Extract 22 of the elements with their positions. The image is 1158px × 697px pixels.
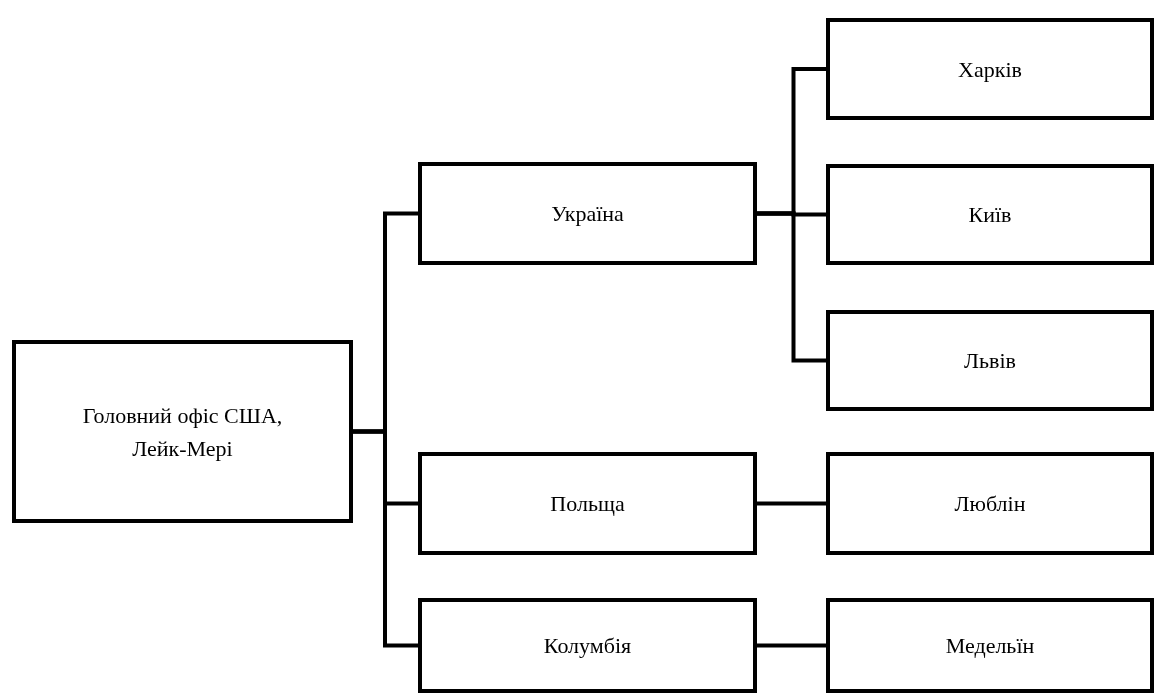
org-box <box>826 452 1154 555</box>
box-label: Головний офіс США, Лейк-Мері <box>81 401 284 463</box>
box-label: Медельїн <box>945 632 1035 660</box>
org-box <box>418 452 757 555</box>
org-box <box>826 598 1154 693</box>
box-label: Люблін <box>954 490 1026 518</box>
box-label: Польща <box>550 490 625 518</box>
org-box <box>826 310 1154 411</box>
org-box <box>826 164 1154 265</box>
org-box <box>418 598 757 693</box>
org-box <box>418 162 757 265</box>
connector-line <box>757 501 826 506</box>
org-box <box>826 18 1154 120</box>
box-label: Колумбія <box>543 632 632 660</box>
box-label: Харків <box>958 55 1022 84</box>
box-label: Україна <box>551 200 624 228</box>
org-box <box>12 340 353 523</box>
box-label: Львів <box>964 347 1016 375</box>
connector-line <box>353 429 418 648</box>
connector-line <box>757 211 826 363</box>
box-label: Київ <box>968 201 1012 229</box>
connector-line <box>757 643 826 648</box>
